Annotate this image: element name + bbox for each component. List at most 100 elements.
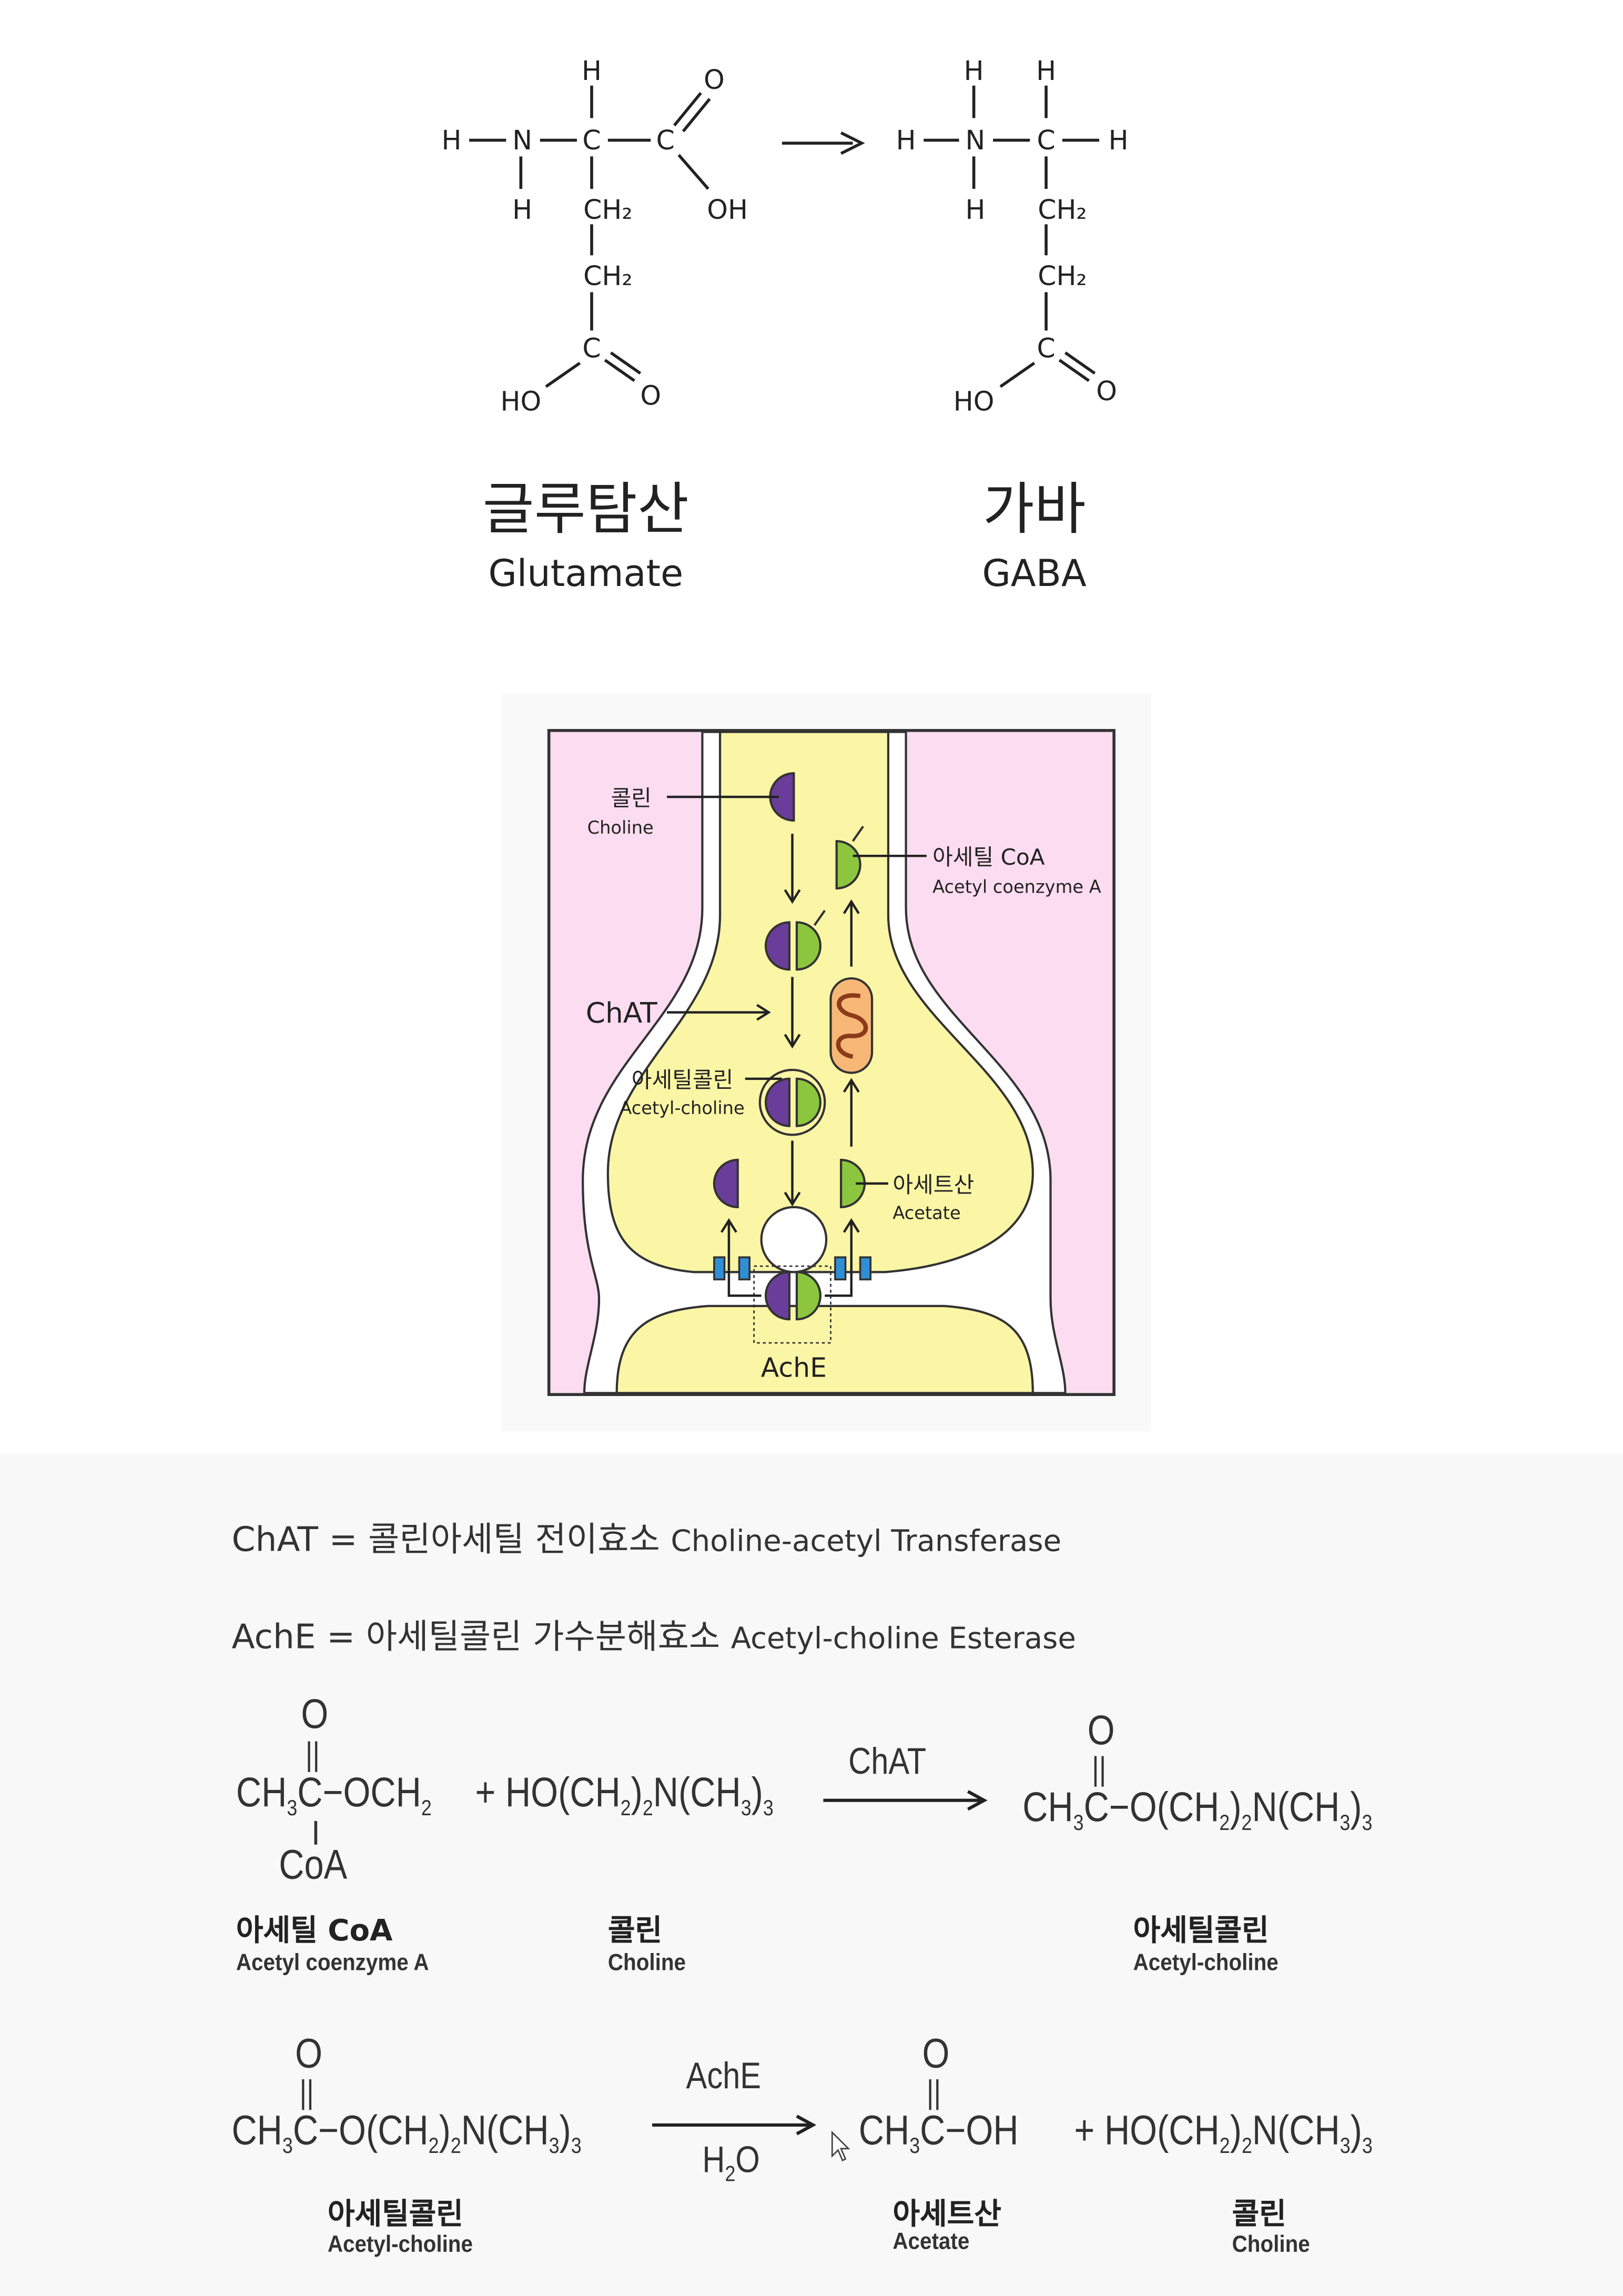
acetate-label-ko: 아세트산: [892, 1172, 974, 1198]
cleft-choline-half: [764, 1271, 791, 1321]
r1-product-oxygen: O: [1087, 1707, 1115, 1753]
definition-ko: 콜린아세틸 전이효소: [368, 1521, 660, 1560]
chat-label: ChAT: [586, 997, 657, 1029]
choline-recycled: [713, 1159, 739, 1209]
r1-oxygen: O: [301, 1691, 329, 1737]
r1-double-bond: ||: [305, 1735, 320, 1773]
atom: CH₂: [583, 194, 632, 225]
atom: O: [704, 64, 725, 95]
atom: O: [1096, 376, 1117, 407]
atom: H: [512, 194, 532, 225]
mitochondrion-cristae: [836, 993, 868, 1059]
definition-ko: 아세틸콜린 가수분해효소: [366, 1619, 721, 1657]
r2-acetate: CH3C−OH: [858, 2107, 1019, 2159]
atom: C: [582, 333, 601, 364]
definition-chat: ChAT = 콜린아세틸 전이효소 Choline-acetyl Transfe…: [231, 1511, 1061, 1561]
atom: H: [964, 55, 984, 86]
r2-acetylcholine: CH3C−O(CH2)2N(CH3)3: [231, 2107, 582, 2159]
r2-label-ko: 아세트산: [892, 2196, 1001, 2231]
r1-label-en: Choline: [607, 1950, 686, 1976]
atom: C: [582, 125, 601, 156]
atom: O: [640, 380, 661, 411]
cleft-acetyl-half: [795, 1271, 821, 1321]
atom: H: [965, 194, 985, 225]
r2-double-bond: ||: [299, 2073, 314, 2110]
r1-arrow: [823, 1790, 988, 1811]
atom: N: [512, 125, 532, 156]
postsynaptic-cell: [615, 1304, 1034, 1394]
r2-label-en: Choline: [1232, 2232, 1310, 2258]
atom: C: [656, 125, 675, 156]
atom: H: [582, 55, 602, 86]
definition-en: Acetyl-choline Esterase: [731, 1620, 1076, 1656]
r1-label-ko: 아세틸 CoA: [236, 1912, 393, 1948]
r1-label-ko: 콜린: [607, 1912, 663, 1948]
r1-product-double-bond: ||: [1092, 1750, 1107, 1787]
r2-oxygen: O: [295, 2030, 323, 2077]
atom: N: [966, 125, 986, 156]
atom: HO: [500, 386, 541, 417]
acetylcoa-label-ko: 아세틸 CoA: [932, 844, 1045, 870]
r2-label-en: Acetate: [892, 2230, 970, 2255]
atom: H: [896, 125, 916, 156]
r2-label-ko: 아세틸콜린: [327, 2196, 463, 2231]
ach-label-ko: 아세틸콜린: [632, 1067, 734, 1093]
r2-product-oxygen: O: [922, 2030, 950, 2077]
acetate-label-en: Acetate: [892, 1202, 960, 1223]
ach-acetyl-half: [795, 1077, 821, 1127]
r1-choline: + HO(CH2)2N(CH3)3: [475, 1769, 774, 1821]
r1-label-ko: 아세틸콜린: [1133, 1912, 1269, 1948]
r1-single-bond: [314, 1820, 318, 1845]
choline-label-en: Choline: [587, 817, 654, 838]
glutamate-name-en: Glutamate: [488, 552, 683, 595]
receptor: [859, 1256, 872, 1281]
r2-arrow: [652, 2115, 817, 2136]
acetylcoa-label-en: Acetyl coenzyme A: [932, 876, 1101, 897]
atom: H: [441, 125, 461, 156]
r2-enzyme: AchE: [686, 2056, 762, 2097]
receptor: [738, 1256, 751, 1281]
gaba-name-en: GABA: [982, 552, 1086, 595]
r2-water: H2O: [702, 2139, 760, 2187]
r1-enzyme: ChAT: [848, 1741, 927, 1783]
presynaptic-terminal: [606, 731, 1034, 1273]
r1-label-en: Acetyl coenzyme A: [236, 1950, 429, 1976]
atom: C: [1037, 333, 1055, 364]
definition-abbr: ChAT =: [231, 1521, 358, 1560]
receptor: [834, 1256, 847, 1281]
receptor: [713, 1256, 726, 1281]
atom: CH₂: [583, 260, 632, 291]
definition-ache: AchE = 아세틸콜린 가수분해효소 Acetyl-choline Ester…: [231, 1609, 1076, 1658]
ache-region: [753, 1265, 831, 1344]
acetyl-half: [795, 921, 821, 971]
r1-label-en: Acetyl-choline: [1133, 1950, 1279, 1976]
r2-product-double-bond: ||: [926, 2073, 941, 2110]
definition-abbr: AchE =: [231, 1619, 356, 1657]
ache-label: AchE: [761, 1352, 827, 1383]
atom: OH: [707, 194, 748, 225]
gaba-name-ko: 가바: [983, 477, 1086, 542]
r2-choline: + HO(CH2)2N(CH3)3: [1074, 2107, 1373, 2159]
acetyl-coa-molecule: [835, 840, 861, 890]
atom: HO: [953, 386, 995, 417]
glutamate-gaba-structures: H H N C C O OH H CH₂ CH₂ C HO O H H H N …: [441, 55, 1129, 595]
atom: C: [1037, 125, 1055, 156]
synapse-diagram: 콜린 Choline 아세틸 CoA Acetyl coenzyme A ChA…: [547, 729, 1115, 1397]
r1-product: CH3C−O(CH2)2N(CH3)3: [1022, 1784, 1373, 1836]
acetate-molecule: [840, 1159, 866, 1209]
vesicle-fusing: [760, 1206, 828, 1273]
atom: CH₂: [1038, 194, 1087, 225]
r1-acetyl-coa: CH3C−OCH2: [236, 1769, 432, 1821]
mouse-cursor-icon: [831, 2131, 850, 2162]
choline-molecule: [769, 772, 795, 822]
glutamate-name-ko: 글루탐산: [483, 477, 689, 542]
ach-label-en: Acetyl-choline: [620, 1098, 744, 1118]
choline-half: [764, 921, 791, 971]
r2-label-en: Acetyl-choline: [327, 2232, 473, 2258]
choline-label-ko: 콜린: [611, 785, 651, 811]
r1-coa: CoA: [279, 1842, 348, 1888]
atom: H: [1036, 55, 1056, 86]
r2-label-ko: 콜린: [1232, 2196, 1286, 2231]
atom: H: [1109, 125, 1129, 156]
reaction-section-background: [0, 1453, 1623, 2296]
